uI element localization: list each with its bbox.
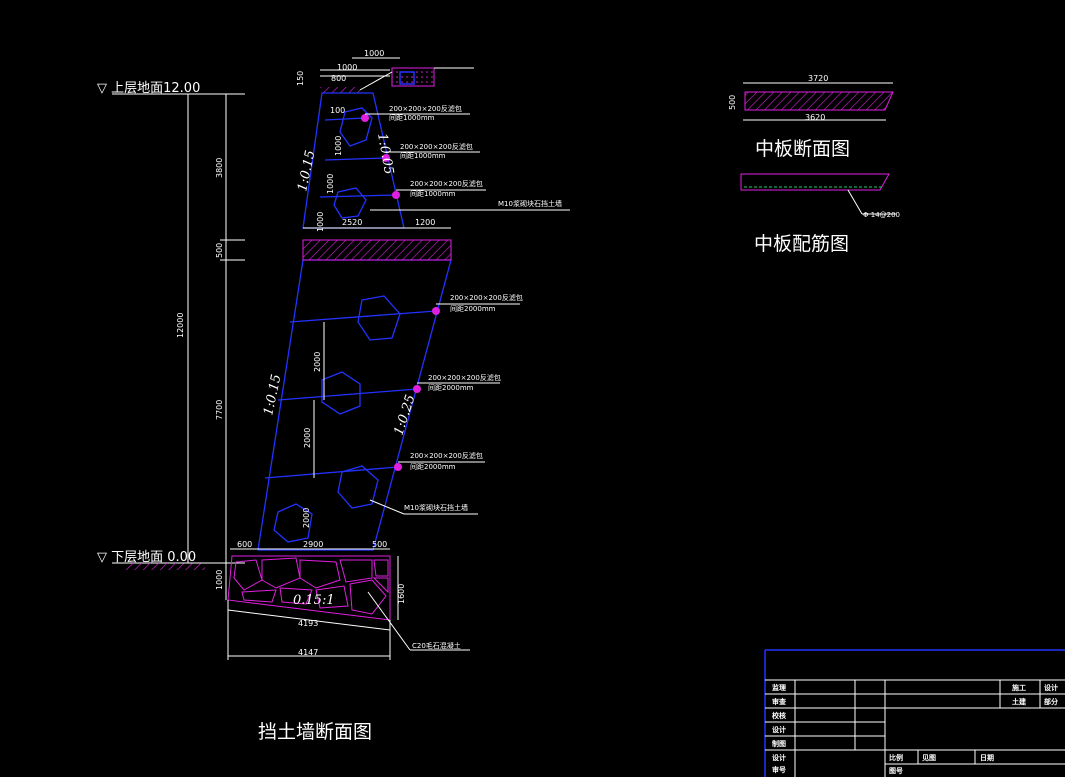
dim-spacing-l1: 2000 xyxy=(313,352,322,372)
drawing-title-retaining-wall: 挡土墙断面图 xyxy=(258,721,372,743)
slab-section-title: 中板断面图 xyxy=(755,138,850,160)
dim-spacing-u1: 1000 xyxy=(334,136,343,156)
tb-row-4: 设计 xyxy=(772,725,786,734)
dim-spacing-l2: 2000 xyxy=(303,428,312,448)
drain-note-6b: 间距2000mm xyxy=(410,463,456,471)
dim-top-800: 800 xyxy=(331,74,346,83)
dim-top-1000a: 1000 xyxy=(364,49,384,58)
drain-note-4a: 200×200×200反滤包 xyxy=(450,293,523,302)
tb-date: 日期 xyxy=(980,753,994,762)
drain-note-1b: 间距1000mm xyxy=(389,114,435,122)
drain-dot xyxy=(361,114,369,122)
lower-ground-level: ▽ 下层地面 0.00 xyxy=(97,550,208,570)
drain-pipes xyxy=(264,114,440,479)
slab-section-detail: 3720 3620 500 中板断面图 xyxy=(728,74,894,160)
tb-see-drawing: 见图 xyxy=(922,753,936,762)
tb-row-6: 设计 xyxy=(772,753,786,762)
drain-note-4b: 间距2000mm xyxy=(450,305,496,313)
dim-spacing-l3: 2000 xyxy=(302,508,311,528)
wall-cap: 1000 1000 800 150 xyxy=(296,49,474,93)
dim-base-4193: 4193 xyxy=(298,619,318,628)
drain-note-2a: 200×200×200反滤包 xyxy=(400,142,473,151)
drain-dot xyxy=(382,154,390,162)
dim-top-100: 100 xyxy=(330,106,345,115)
drain-note-6a: 200×200×200反滤包 xyxy=(410,451,483,460)
dim-lower-height: 7700 xyxy=(215,400,224,420)
tb-row-1: 监理 xyxy=(772,683,786,692)
tb-design: 设计 xyxy=(1044,683,1058,692)
tb-civil: 土建 xyxy=(1012,697,1027,706)
dim-base-500: 500 xyxy=(372,540,387,549)
dim-slab-width-bottom: 3620 xyxy=(805,113,825,122)
drain-dot xyxy=(413,385,421,393)
upper-level-label: ▽ 上层地面12.00 xyxy=(97,81,200,96)
dim-base-600: 600 xyxy=(237,540,252,549)
drain-note-5b: 间距2000mm xyxy=(428,384,474,392)
rubble-stones xyxy=(273,107,401,543)
dim-top-cap: 150 xyxy=(296,71,305,86)
slab-rebar-detail: Φ 14@200 中板配筋图 xyxy=(740,173,900,255)
dim-slab-width-top: 3720 xyxy=(808,74,828,83)
dim-top-1000b: 1000 xyxy=(337,63,357,72)
m10-note-upper: M10浆砌块石挡土墙 xyxy=(498,199,562,208)
drain-note-2b: 间距1000mm xyxy=(400,152,446,160)
drain-note-1a: 200×200×200反滤包 xyxy=(389,104,462,113)
drain-annotations: 200×200×200反滤包 间距1000mm 200×200×200反滤包 间… xyxy=(365,104,570,515)
title-block: 监理 审查 校核 设计 制图 设计 审号 施工 设计 土建 部分 比例 见图 日… xyxy=(764,649,1065,777)
slope-lower-left: 1:0.15 xyxy=(261,373,284,417)
m10-note-lower: M10浆砌块石挡土墙 xyxy=(404,503,468,512)
dim-foundation: 1000 xyxy=(215,570,224,590)
c20-note: C20毛石混凝土 xyxy=(412,641,461,650)
dim-upper-height: 3800 xyxy=(215,158,224,178)
lower-level-label: ▽ 下层地面 0.00 xyxy=(97,550,196,565)
dim-band-height: 500 xyxy=(215,243,224,258)
vertical-dimensions: 12000 3800 500 7700 xyxy=(176,93,245,564)
slope-foundation: 0.15:1 xyxy=(293,593,335,608)
dim-spacing-u3: 1000 xyxy=(316,212,325,232)
drain-note-3b: 间距1000mm xyxy=(410,190,456,198)
inner-dimensions: 100 1000 1000 1000 2520 1200 2000 2000 2… xyxy=(302,106,451,528)
drain-note-3a: 200×200×200反滤包 xyxy=(410,179,483,188)
retaining-wall-outline xyxy=(257,92,452,551)
drain-dot xyxy=(394,463,402,471)
tb-row-5: 制图 xyxy=(772,739,786,748)
tb-scale: 比例 xyxy=(889,753,903,762)
mid-slab xyxy=(302,239,452,261)
tb-drawing-no: 图号 xyxy=(889,766,903,775)
drain-dot xyxy=(432,307,440,315)
dim-spacing-u2: 1000 xyxy=(326,174,335,194)
slope-lower-right: 1:0.25 xyxy=(392,393,419,437)
dim-slab-thickness: 500 xyxy=(728,95,737,110)
dim-base-2900: 2900 xyxy=(303,540,323,549)
tb-construction: 施工 xyxy=(1012,683,1026,692)
tb-part: 部分 xyxy=(1044,697,1058,706)
dim-slab-1200: 1200 xyxy=(415,218,435,227)
slab-rebar-title: 中板配筋图 xyxy=(754,233,849,255)
slope-upper-left: 1:0.15 xyxy=(295,149,318,193)
dim-slab-2520: 2520 xyxy=(342,218,362,227)
slope-upper-right: 1:0.05 xyxy=(374,132,396,176)
rebar-spec: Φ 14@200 xyxy=(863,211,900,219)
dim-base-4147: 4147 xyxy=(298,648,318,657)
dim-total-height: 12000 xyxy=(176,313,185,338)
ground-hatch xyxy=(125,563,205,570)
tb-row-7: 审号 xyxy=(772,765,786,774)
foundation: 0.15:1 600 2900 500 1000 1600 4193 4147 … xyxy=(215,540,470,660)
drain-dot xyxy=(392,191,400,199)
dim-footing-right: 1600 xyxy=(397,584,406,604)
drain-note-5a: 200×200×200反滤包 xyxy=(428,373,501,382)
tb-row-3: 校核 xyxy=(772,711,786,720)
tb-row-2: 审查 xyxy=(772,697,787,706)
